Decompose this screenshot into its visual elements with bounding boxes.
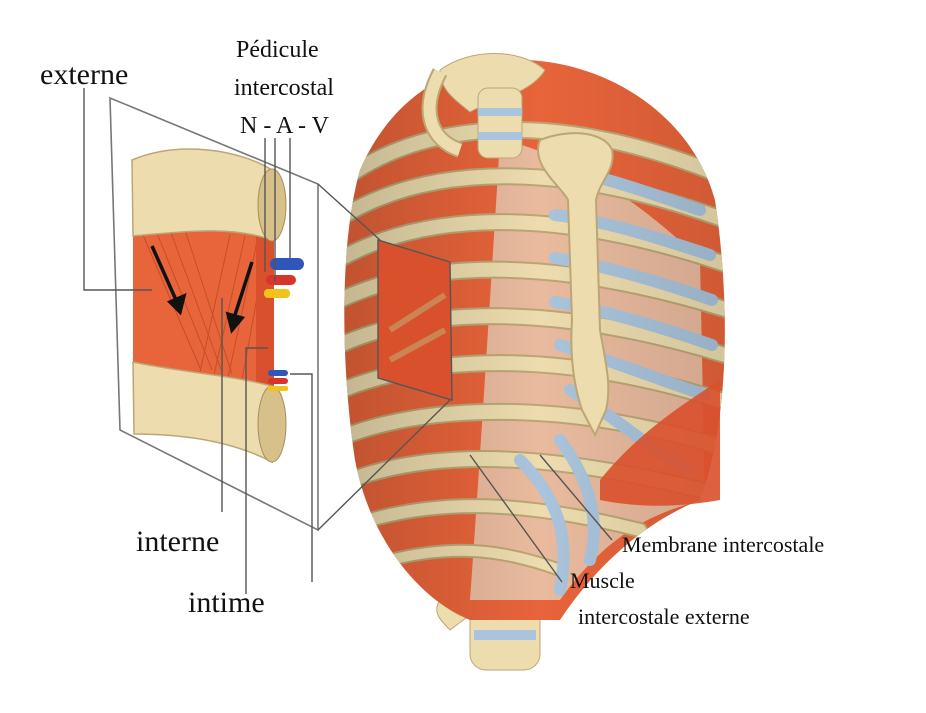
artery-upper [266,275,296,285]
leader-externe [83,88,152,291]
inset-panel [109,96,319,532]
label-muscle: Muscle [570,568,635,593]
rib-cage [344,53,725,671]
inset-upper-rib [131,148,273,242]
artery-lower [268,378,288,384]
vessel-bundle-upper [264,258,304,298]
label-intercostal: intercostal [234,75,334,101]
vein-lower [268,370,288,376]
vessel-bundle-lower [268,370,288,391]
leader-muscle [469,454,563,583]
arrow-head-external [166,293,187,316]
leader-lines [83,88,613,594]
leader-plate-top [317,183,381,241]
inset-lower-rib-section [257,385,287,463]
inset-intercostal-muscle [133,222,272,388]
leader-intime [245,347,268,594]
spine-upper [439,53,546,159]
nerve-lower [268,386,288,391]
inset-upper-rib-section [257,168,287,242]
diaphragm-fold [600,380,720,506]
leader-membrane [539,454,613,541]
fiber-direction-arrows [150,245,254,334]
leader-plate-bottom [317,399,451,531]
label-pedicule: Pédicule [236,37,319,63]
label-intime: intime [188,586,265,619]
cage-window [377,239,453,401]
vein-upper [270,258,304,270]
label-membrane: Membrane intercostale [622,532,825,557]
label-intercostale-externe: intercostale externe [578,604,750,629]
arrow-head-internal [225,311,246,334]
leader-lower-vessels [290,373,313,582]
label-externe: externe [40,58,129,91]
label-interne: interne [136,525,220,558]
sternum [537,132,614,438]
label-nav: N - A - V [240,113,329,139]
nerve-upper [264,289,290,298]
